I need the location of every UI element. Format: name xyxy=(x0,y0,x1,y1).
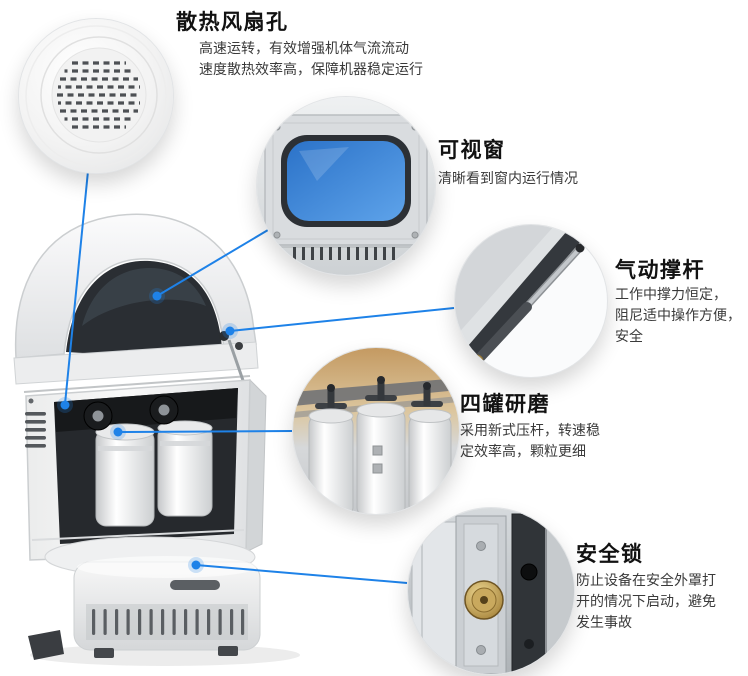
desc-line: 发生事故 xyxy=(576,614,632,630)
callout-title-lock: 安全锁 xyxy=(576,543,644,566)
callout-title-strut: 气动撑杆 xyxy=(615,259,705,282)
callout-desc-jars: 采用新式压杆，转速稳 定效率高，颗粒更细 xyxy=(460,420,600,462)
safety-lock-photo xyxy=(408,508,574,674)
desc-line: 采用新式压杆，转速稳 xyxy=(460,422,600,438)
desc-line: 防止设备在安全外罩打 xyxy=(576,572,716,588)
side-vent xyxy=(25,398,46,448)
jar-clamps xyxy=(315,376,443,409)
cooling-fan-grille-photo xyxy=(19,19,173,173)
callout-photo-jars xyxy=(292,347,460,515)
callout-desc-fan: 高速运转，有效增强机体气流流动 速度散热效率高，保障机器稳定运行 xyxy=(199,38,423,80)
base-vent-slots xyxy=(92,609,245,635)
desc-line: 安全 xyxy=(615,328,643,344)
callout-desc-strut: 工作中撑力恒定， 阻尼适中操作方便， 安全 xyxy=(615,284,741,347)
callout-desc-window: 清晰看到窗内运行情况 xyxy=(438,168,578,189)
blue-viewing-window-photo xyxy=(257,97,435,275)
window-vent-slots xyxy=(293,247,395,260)
callout-photo-fan xyxy=(18,18,174,174)
pneumatic-strut-photo xyxy=(455,225,607,377)
callout-title-jars: 四罐研磨 xyxy=(460,393,550,416)
machine-base xyxy=(28,536,261,660)
desc-line: 高速运转，有效增强机体气流流动 xyxy=(199,40,409,56)
desc-line: 清晰看到窗内运行情况 xyxy=(438,170,578,186)
callout-desc-lock: 防止设备在安全外罩打 开的情况下启动，避免 发生事故 xyxy=(576,570,716,633)
fan-grille-slots xyxy=(57,61,141,129)
callout-title-fan: 散热风扇孔 xyxy=(176,11,289,34)
machine-dome-lid xyxy=(13,213,259,393)
desc-line: 阻尼适中操作方便， xyxy=(615,307,741,323)
desc-line: 速度散热效率高，保障机器稳定运行 xyxy=(199,61,423,77)
callout-photo-window xyxy=(256,96,436,276)
callout-photo-strut xyxy=(454,224,608,378)
four-grinding-jars-photo xyxy=(293,348,459,514)
desc-line: 开的情况下启动，避免 xyxy=(576,593,716,609)
callout-photo-lock xyxy=(407,507,575,675)
desc-line: 定效率高，颗粒更细 xyxy=(460,443,586,459)
callout-title-window: 可视窗 xyxy=(438,139,506,162)
desc-line: 工作中撑力恒定， xyxy=(615,286,727,302)
